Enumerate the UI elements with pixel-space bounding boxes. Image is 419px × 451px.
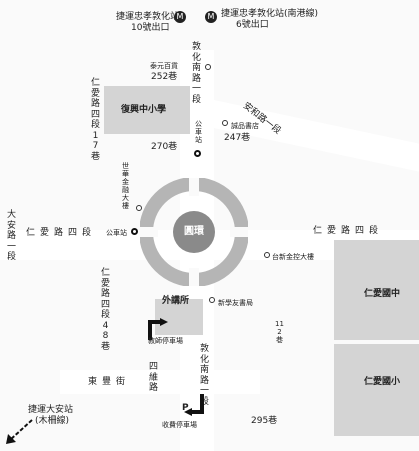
- mrt-station-1: 捷運忠孝敦化站: [116, 12, 180, 22]
- bus-stop-label-2: 公車站: [106, 229, 127, 237]
- chengpin-dot: [222, 120, 228, 126]
- road-renai-48-label: 仁愛路四段48巷: [100, 268, 110, 352]
- taixin-label: 台新金控大樓: [272, 253, 314, 261]
- fuxing-block: [104, 86, 190, 134]
- mrt-exit-2: 6號出口: [236, 20, 269, 30]
- taixi-label: 泰元百貨: [150, 62, 178, 70]
- bus-stop-icon-1: [194, 150, 201, 157]
- lane-270-label: 270巷: [151, 142, 178, 152]
- road-renai-east-label: 仁愛路四段: [313, 226, 384, 236]
- road-dunhua-lower-label: 敦化南路一段: [199, 344, 209, 407]
- mrt-icon-1: M: [174, 11, 186, 23]
- dongfeng-road: [60, 370, 260, 394]
- road-siwei-label: 四維路: [148, 362, 158, 393]
- lane-295-label: 295巷: [251, 416, 278, 426]
- lane-112-label: 112巷: [275, 320, 284, 344]
- renai-primary-block: [334, 344, 419, 436]
- direction-arrow-icon: [6, 419, 33, 444]
- world-finance-dot: [136, 205, 142, 211]
- lower-parking-label: 收費停車場: [162, 421, 197, 429]
- roundabout-label: 圓環: [184, 226, 204, 237]
- mrt-daan-line: (木柵線): [35, 416, 70, 426]
- venue-label: 外講所: [162, 296, 190, 306]
- lane-247-label: 247巷: [224, 133, 251, 143]
- renai-middle-block: [334, 240, 419, 340]
- bus-stop-icon-2: [131, 228, 138, 235]
- parking-p: P: [182, 403, 189, 413]
- taixi-dot: [205, 64, 211, 70]
- world-finance-label: 世華金融大樓: [122, 162, 129, 210]
- road-renai-17-label: 仁愛路四段17巷: [90, 78, 100, 162]
- lower-parking-arrow: [184, 394, 204, 416]
- lane-252-label: 252巷: [151, 72, 178, 82]
- teacher-parking-arrow: [148, 318, 168, 340]
- taixin-dot: [264, 252, 270, 258]
- bus-stop-label-1: 公車站: [195, 120, 202, 144]
- venue-block: [155, 299, 203, 335]
- road-dunhua-label: 敦化南路一段: [191, 42, 201, 105]
- fuxing-label: 復興中小學: [121, 105, 167, 115]
- mrt-icon-2: M: [205, 11, 217, 23]
- road-daan-label: 大安路一段: [6, 210, 16, 262]
- chengpin-label: 誠品書店: [231, 122, 259, 130]
- xinxue-label: 新學友書局: [218, 299, 253, 307]
- xinxue-dot: [209, 297, 215, 303]
- road-renai-label: 仁愛路四段: [26, 228, 97, 238]
- mrt-daan-label: 捷運大安站: [28, 405, 74, 415]
- road-dongfeng-label: 東豐街: [88, 377, 131, 387]
- renai-primary-label: 仁愛國小: [364, 377, 401, 387]
- teacher-parking-label: 教師停車場: [148, 337, 183, 345]
- mrt-exit-1: 10號出口: [131, 23, 170, 33]
- roundabout-ring: [140, 178, 248, 286]
- mrt-station-2: 捷運忠孝敦化站(南港線): [221, 9, 319, 19]
- renai-middle-label: 仁愛國中: [364, 289, 401, 299]
